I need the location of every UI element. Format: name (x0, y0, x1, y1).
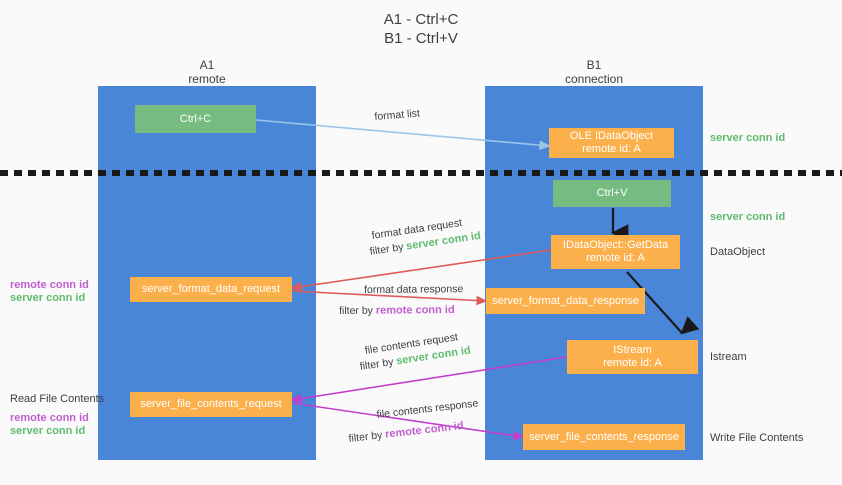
node-ctrl-c[interactable]: Ctrl+C (135, 105, 256, 133)
node-server-format-data-response-label: server_format_data_response (492, 294, 639, 307)
column-header-b1-sub: connection (564, 72, 624, 86)
filter-prefix: filter by (369, 240, 408, 258)
node-server-format-data-request[interactable]: server_format_data_request (130, 277, 292, 302)
node-istream-line1: IStream (613, 344, 652, 356)
column-header-a1-sub: remote (188, 72, 226, 86)
filter-key-remote-conn-id: remote conn id (375, 303, 455, 317)
filter-key-remote-conn-id: remote conn id (384, 419, 465, 441)
node-ctrl-v[interactable]: Ctrl+V (553, 180, 671, 207)
edge-label-format-data-response-filter: filter by remote conn id (339, 304, 455, 318)
edge-label-format-data-response: format data response (364, 283, 464, 296)
node-istream[interactable]: IStream remote id: A (567, 340, 698, 374)
node-istream-line2: remote id: A (603, 357, 662, 369)
right-label-write-file-contents: Write File Contents (710, 432, 804, 444)
node-ctrl-c-label: Ctrl+C (179, 112, 212, 125)
title-line-1: A1 - Ctrl+C (383, 11, 459, 28)
filter-prefix: filter by (359, 355, 398, 373)
column-header-b1-name: B1 (586, 58, 602, 72)
node-server-file-contents-response[interactable]: server_file_contents_response (523, 424, 685, 450)
left-label-server-conn-id-1: server conn id (10, 292, 86, 304)
edge-label-format-list: format list (374, 107, 421, 123)
node-ole-idataobject-line1: OLE IDataObject (569, 130, 654, 142)
right-label-istream: Istream (710, 351, 747, 363)
node-idataobject-getdata-line2: remote id: A (586, 252, 645, 264)
node-idataobject-getdata[interactable]: IDataObject::GetData remote id: A (551, 235, 680, 269)
node-server-format-data-request-label: server_format_data_request (141, 283, 281, 295)
diagram-title: A1 - Ctrl+C B1 - Ctrl+V (0, 10, 842, 48)
column-header-a1: A1 remote (98, 58, 316, 86)
phase-divider-dashed-line (0, 170, 842, 176)
node-server-file-contents-response-label: server_file_contents_response (529, 430, 679, 443)
node-ole-idataobject[interactable]: OLE IDataObject remote id: A (549, 128, 674, 158)
edge-label-file-contents-response-filter: filter by remote conn id (348, 420, 464, 446)
filter-prefix: filter by (339, 304, 376, 317)
edge-label-file-contents-response: file contents response (376, 397, 479, 421)
right-label-server-conn-id-mid: server conn id (710, 211, 786, 223)
left-label-remote-conn-id-1: remote conn id (10, 279, 89, 291)
right-label-server-conn-id-top: server conn id (710, 132, 786, 144)
node-ctrl-v-label: Ctrl+V (596, 187, 628, 199)
node-ole-idataobject-line2: remote id: A (582, 143, 641, 155)
right-label-dataobject: DataObject (710, 246, 766, 258)
title-line-2: B1 - Ctrl+V (384, 30, 458, 47)
node-server-format-data-response[interactable]: server_format_data_response (486, 288, 645, 314)
column-header-b1: B1 connection (485, 58, 703, 86)
node-server-file-contents-request-label: server_file_contents_request (140, 398, 282, 410)
filter-prefix: filter by (348, 428, 386, 445)
node-idataobject-getdata-line1: IDataObject::GetData (562, 239, 669, 251)
column-header-a1-name: A1 (199, 58, 215, 72)
left-label-remote-conn-id-2: remote conn id (10, 412, 89, 424)
left-label-read-file-contents: Read File Contents (10, 393, 105, 405)
node-server-file-contents-request[interactable]: server_file_contents_request (130, 392, 292, 417)
left-label-server-conn-id-2: server conn id (10, 425, 86, 437)
